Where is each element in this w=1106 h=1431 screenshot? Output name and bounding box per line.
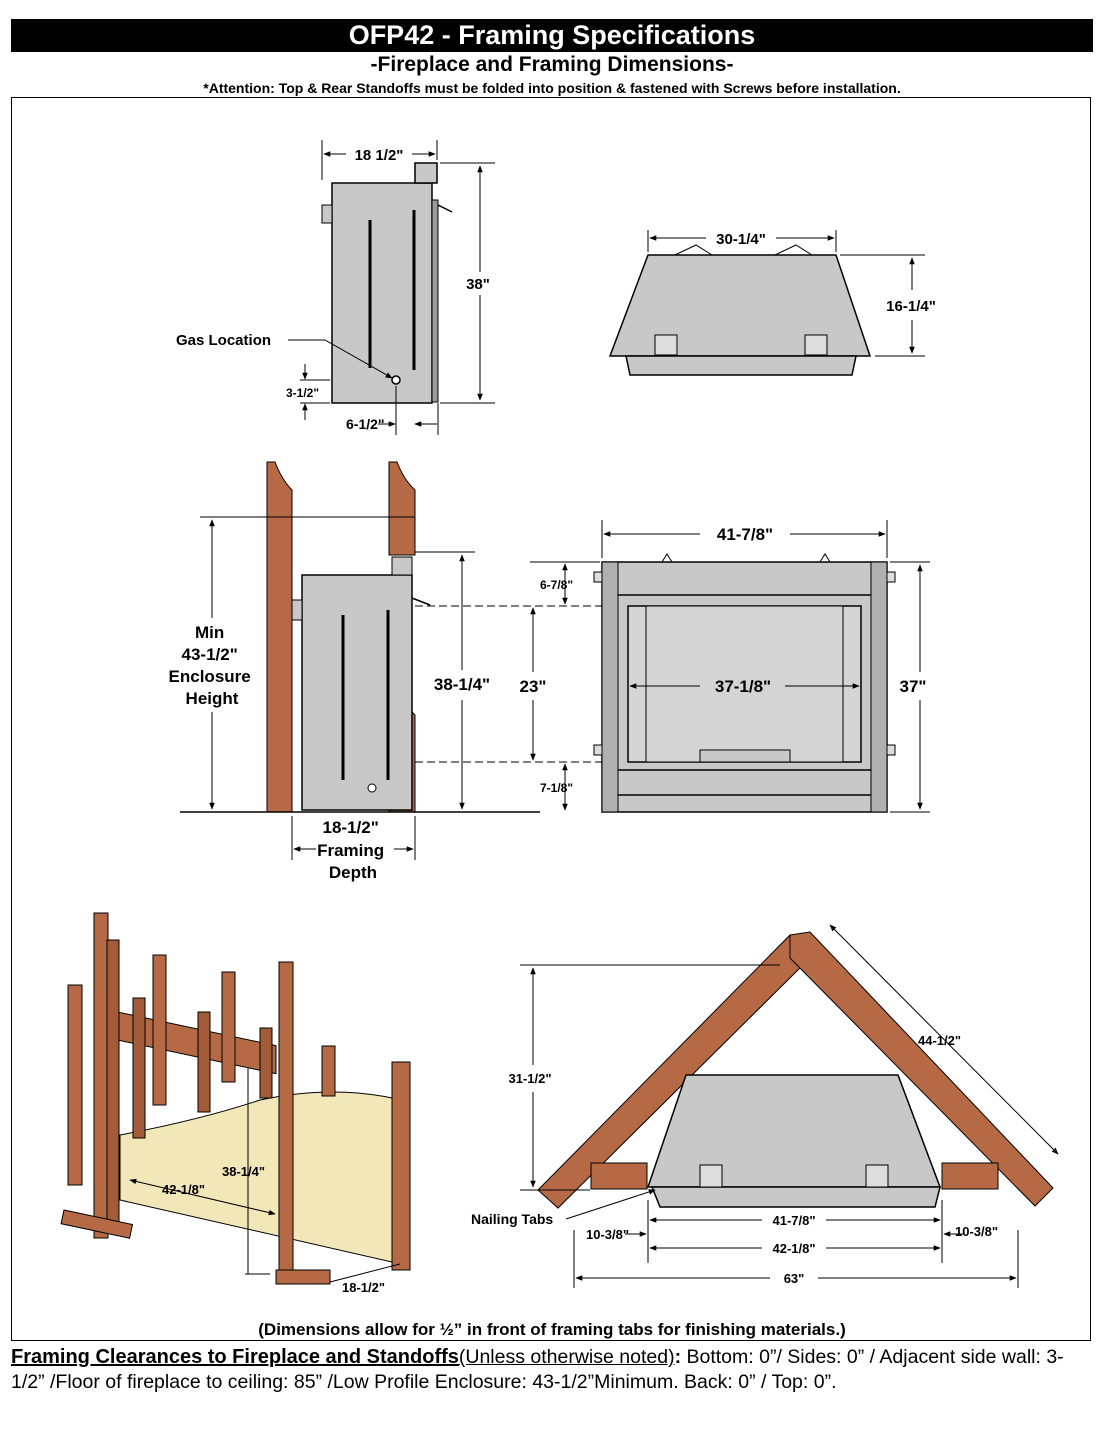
enclosure-panel (119, 1091, 393, 1263)
nailing-tab-left (654, 334, 678, 356)
top-width-label: 30-1/4" (716, 231, 766, 248)
enclosure-height-label: 38-1/4" (434, 675, 490, 694)
clearances-body: Bottom: 0”/ Sides: 0” / Adjacent side wa… (11, 1346, 1064, 1393)
front-width-label: 41-7/8" (717, 525, 773, 544)
framing-width-label: 42-1/8" (162, 1182, 205, 1197)
page-subtitle: -Fireplace and Framing Dimensions- (370, 53, 734, 76)
corner-tab-left (699, 1164, 723, 1188)
top-gap-label: 6-7/8" (540, 578, 573, 592)
gas-height-label: 3-1/2" (286, 386, 319, 400)
corner-view: 31-1/2" 44-1/2" Nailing Tabs 41-7/8" 42-… (471, 924, 1059, 1288)
side-view: 18 1/2" 38" Gas Location 3-1/2" 6-1/2" (176, 140, 495, 435)
nailing-tabs-label: Nailing Tabs (471, 1211, 553, 1227)
top-view: 30-1/4" 16-1/4" (608, 230, 936, 376)
clearances-colon: : (674, 1346, 682, 1368)
framing-height-label: 38-1/4" (222, 1164, 265, 1179)
min-label-line-2: 43-1/2" (182, 645, 238, 664)
clearances-note: (Unless otherwise noted) (458, 1346, 675, 1368)
wall-stud-rear (266, 461, 293, 813)
inner-width-label: 37-1/8" (715, 677, 771, 696)
framing-depth-3d-label: 18-1/2" (342, 1280, 385, 1295)
corner-height-label: 31-1/2" (508, 1071, 551, 1086)
depth-line-1: 18-1/2" (323, 818, 379, 837)
corner-stud-right (278, 961, 294, 1283)
side-left-label: 10-3/8" (586, 1227, 629, 1242)
unit-width-label: 41-7/8" (772, 1213, 815, 1228)
frame-width-label: 42-1/8" (772, 1241, 815, 1256)
front-right-stud (391, 1061, 411, 1271)
header-stud (388, 461, 416, 556)
enclosure-side-view: Min 43-1/2" Enclosure Height 38-1/4" 18-… (169, 461, 605, 882)
top-depth-label: 16-1/4" (886, 298, 936, 315)
enclosure-unit-body (301, 574, 413, 811)
depth-line-3: Depth (329, 863, 377, 882)
clearances-heading: Framing Clearances to Fireplace and Stan… (11, 1346, 459, 1368)
corner-tab-right (865, 1164, 889, 1188)
burner (699, 749, 791, 763)
drawing-frame (11, 97, 1091, 1341)
side-height-label: 38" (466, 276, 490, 293)
side-width-label: 18 1/2" (355, 147, 404, 164)
page-title: OFP42 - Framing Specifications (11, 19, 1093, 52)
gas-connection (391, 375, 401, 385)
diagonal-label: 44-1/2" (918, 1033, 961, 1048)
left-nailer (590, 1162, 648, 1190)
dimensions-footnote: (Dimensions allow for ½” in front of fra… (258, 1320, 846, 1339)
min-label-line-4: Height (186, 689, 239, 708)
rear-standoff (321, 204, 333, 224)
side-right-label: 10-3/8" (955, 1224, 998, 1239)
front-view: 41-7/8" 37-1/8" 37" 6-7/8" 23" 7-1/8" (520, 520, 930, 813)
gas-location-label: Gas Location (176, 332, 271, 349)
enclosure-top-standoff (391, 556, 413, 576)
bottom-gap-label: 7-1/8" (540, 781, 573, 795)
enclosure-rear-standoff (291, 599, 303, 621)
right-nailer (941, 1162, 999, 1190)
framing-3d-view: 38-1/4" 42-1/8" 18-1/2" (60, 912, 411, 1295)
front-height-label: 37" (900, 677, 927, 696)
nailing-tab-right (804, 334, 828, 356)
gas-offset-label: 6-1/2" (346, 416, 385, 432)
corner-stud-left (93, 912, 109, 1239)
top-standoff (414, 162, 438, 184)
depth-line-2: Framing (317, 841, 384, 860)
min-label-line-3: Enclosure (169, 667, 251, 686)
clearances-section: Framing Clearances to Fireplace and Stan… (11, 1345, 1096, 1395)
opening-height-label: 23" (520, 677, 547, 696)
top-view-body (608, 254, 872, 357)
attention-note: *Attention: Top & Rear Standoffs must be… (203, 80, 901, 96)
min-label-line-1: Min (195, 623, 224, 642)
corner-unit-body (646, 1074, 942, 1188)
side-view-body (331, 182, 433, 404)
overall-width-label: 63" (784, 1271, 805, 1286)
framing-depth-label: 18-1/2" Framing Depth (317, 818, 389, 882)
top-view-front (625, 355, 857, 376)
framing-header (97, 1007, 277, 1075)
min-enclosure-label: Min 43-1/2" Enclosure Height (169, 623, 256, 708)
front-face (431, 199, 439, 403)
